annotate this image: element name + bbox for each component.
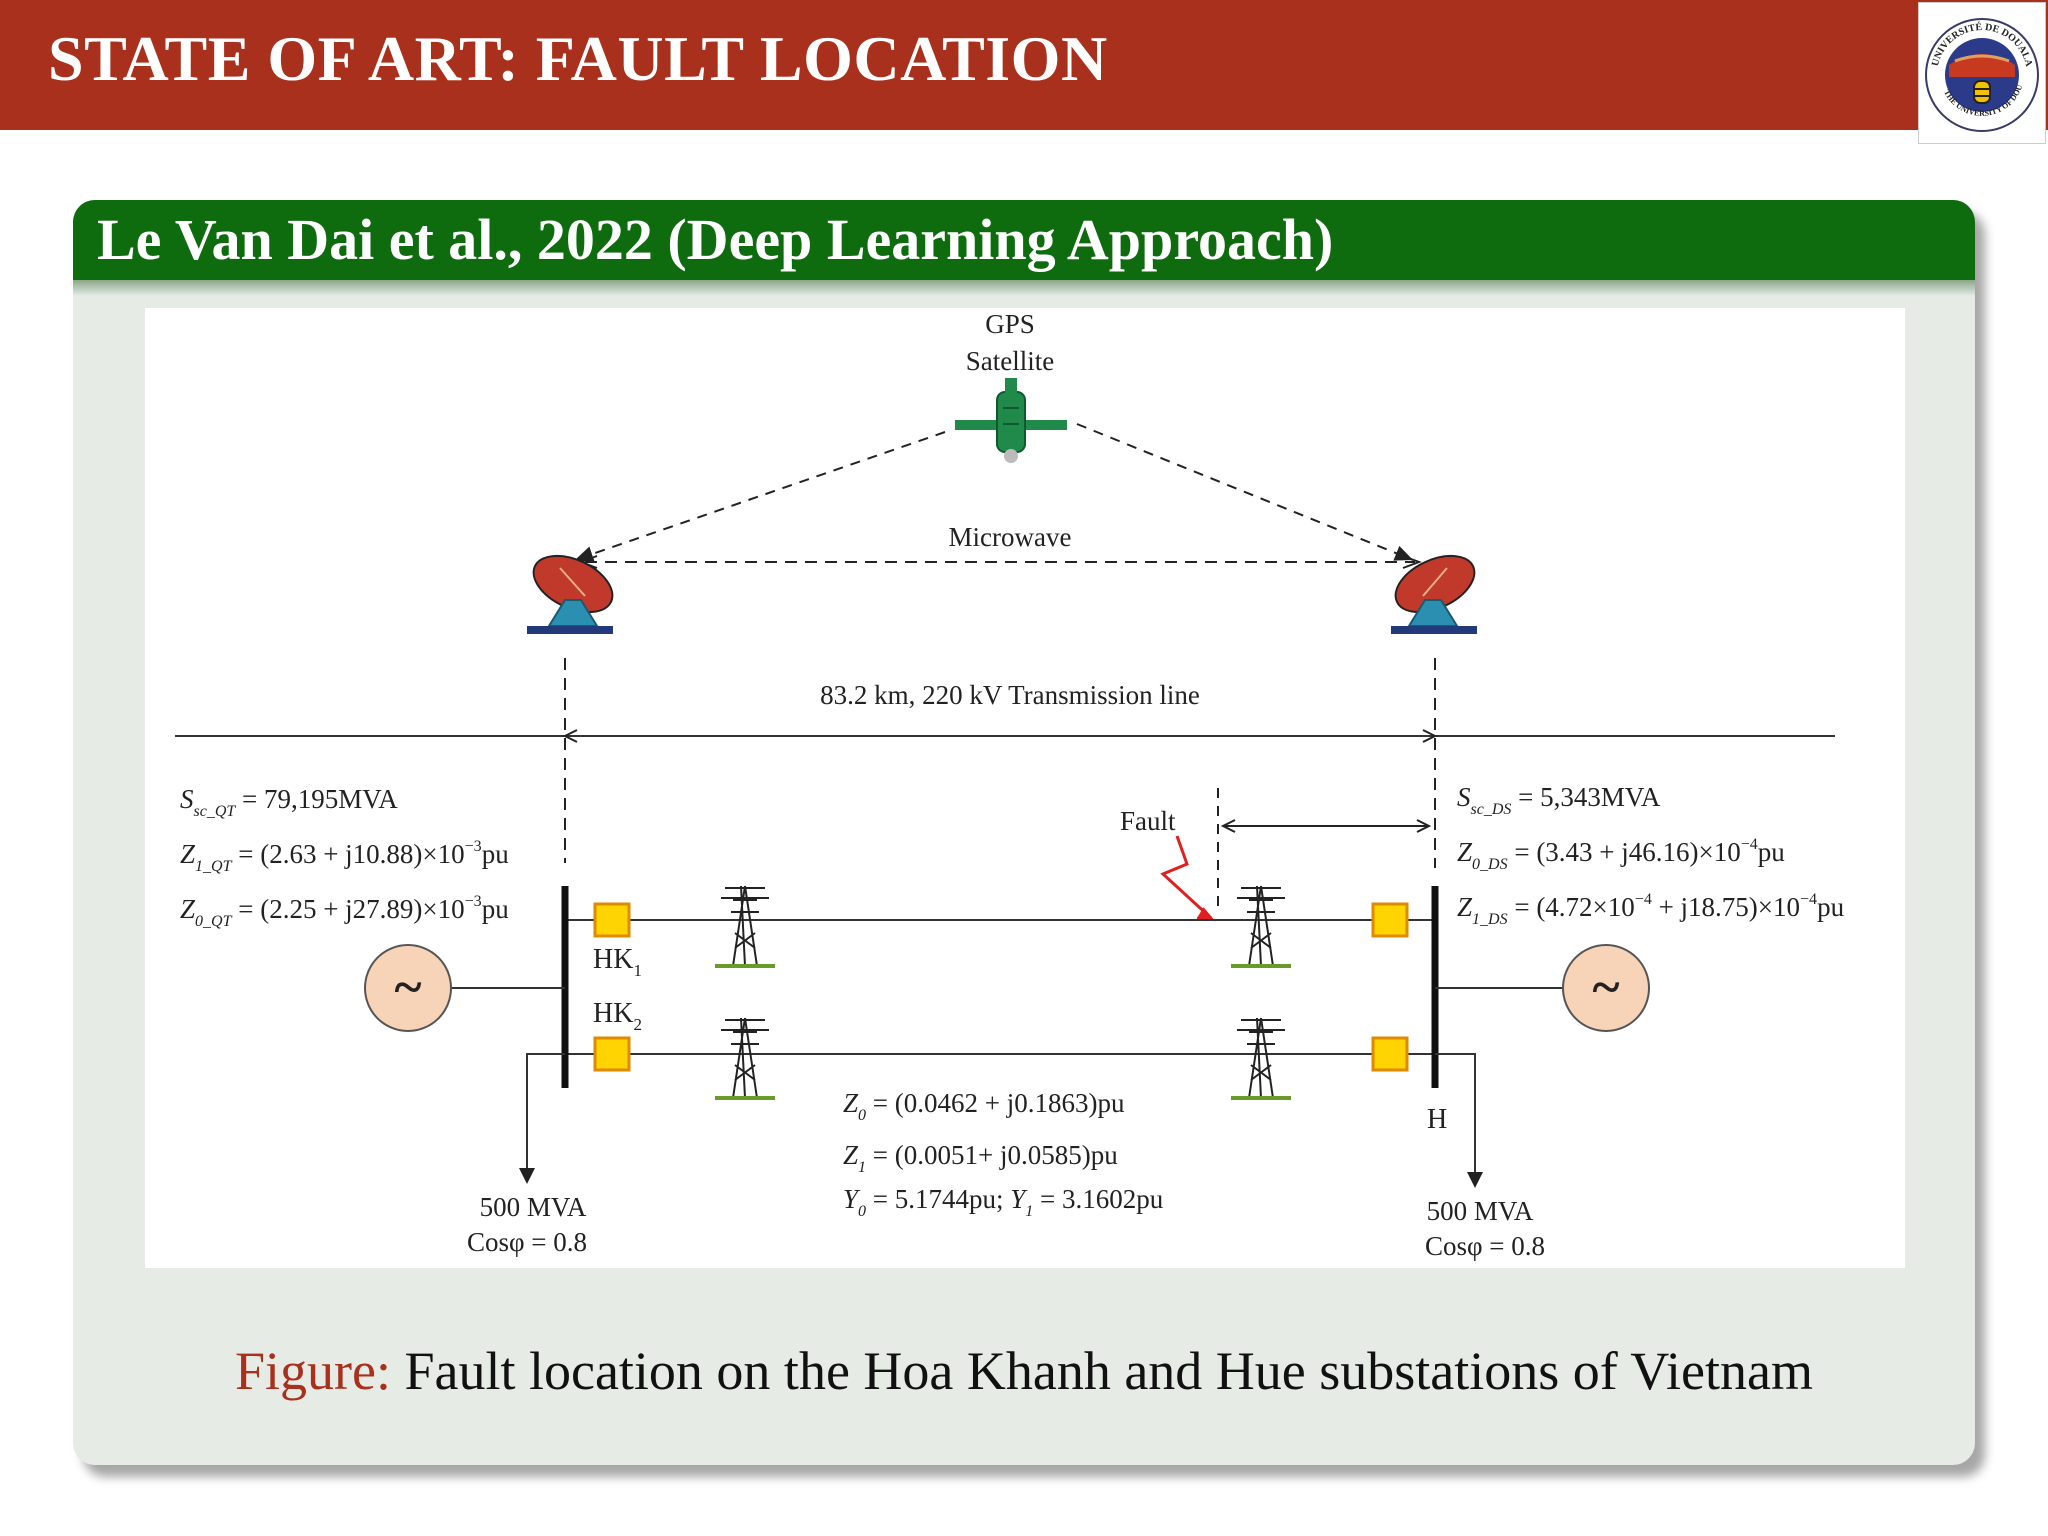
satellite-dish-left-icon	[527, 554, 614, 634]
slide-header: STATE OF ART: FAULT LOCATION	[0, 0, 2048, 130]
satellite-label: Satellite	[966, 346, 1054, 376]
tower-icon	[1231, 1017, 1291, 1100]
satellite-icon	[955, 378, 1067, 463]
block-header: Le Van Dai et al., 2022 (Deep Learning A…	[73, 200, 1975, 280]
caption-label: Figure:	[234, 1341, 391, 1401]
slide-title: STATE OF ART: FAULT LOCATION	[48, 23, 1108, 94]
block-header-shadow	[73, 280, 1975, 296]
network-diagram: GPS Satellite Microwave	[175, 309, 1845, 1261]
breaker-hk1	[593, 902, 631, 938]
microwave-label: Microwave	[949, 522, 1072, 552]
breaker-h1	[1371, 902, 1409, 938]
line-z1: Z1 = (0.0051+ j0.0585)pu	[843, 1140, 1118, 1176]
breaker-h2	[1371, 1036, 1409, 1072]
gps-link-left	[574, 431, 946, 562]
gps-label: GPS	[985, 309, 1035, 339]
line-span-label: 83.2 km, 220 kV Transmission line	[820, 680, 1200, 710]
line-y: Y0 = 5.1744pu; Y1 = 3.1602pu	[843, 1184, 1164, 1220]
tower-icon	[715, 885, 775, 968]
hk1-label: HK1	[593, 944, 642, 980]
figure-caption: Figure: Fault location on the Hoa Khanh …	[0, 1340, 2048, 1402]
right-z0: Z0_DS = (3.43 + j46.16)×10−4pu	[1457, 836, 1785, 873]
source-left-icon	[364, 944, 452, 1032]
tower-icon	[715, 1017, 775, 1100]
source-left-symbol: ~	[394, 959, 421, 1016]
load-left-mva: 500 MVA	[480, 1192, 587, 1222]
breaker-hk2	[593, 1036, 631, 1072]
right-ssc: Ssc_DS = 5,343MVA	[1457, 782, 1661, 818]
left-ssc: Ssc_QT = 79,195MVA	[180, 784, 398, 820]
left-z0: Z0_QT = (2.25 + j27.89)×10−3pu	[180, 893, 509, 930]
source-right-icon	[1562, 944, 1650, 1032]
fault-bolt-icon	[1160, 835, 1213, 920]
load-right-cos: Cosφ = 0.8	[1425, 1231, 1545, 1261]
load-right-feeder	[1435, 1053, 1476, 1184]
university-logo: UNIVERSITÉ DE DOUALA THE UNIVERSITY OF D…	[1916, 0, 2046, 144]
h-label: H	[1427, 1104, 1447, 1135]
block-title: Le Van Dai et al., 2022 (Deep Learning A…	[97, 207, 1334, 272]
hk2-label: HK2	[593, 998, 642, 1034]
tower-icon	[1231, 885, 1291, 968]
source-right-symbol: ~	[1592, 959, 1619, 1016]
figure-panel: GPS Satellite Microwave	[145, 308, 1905, 1268]
load-left-cos: Cosφ = 0.8	[467, 1227, 587, 1257]
gps-link-right	[1076, 423, 1414, 561]
right-z1: Z1_DS = (4.72×10−4 + j18.75)×10−4pu	[1457, 891, 1845, 928]
fault-label: Fault	[1120, 806, 1176, 836]
satellite-dish-right-icon	[1391, 554, 1477, 634]
load-left-feeder	[526, 1053, 565, 1180]
caption-text: Fault location on the Hoa Khanh and Hue …	[390, 1341, 1813, 1401]
line-z0: Z0 = (0.0462 + j0.1863)pu	[843, 1088, 1125, 1124]
left-z1: Z1_QT = (2.63 + j10.88)×10−3pu	[180, 838, 509, 875]
load-right-mva: 500 MVA	[1427, 1196, 1534, 1226]
